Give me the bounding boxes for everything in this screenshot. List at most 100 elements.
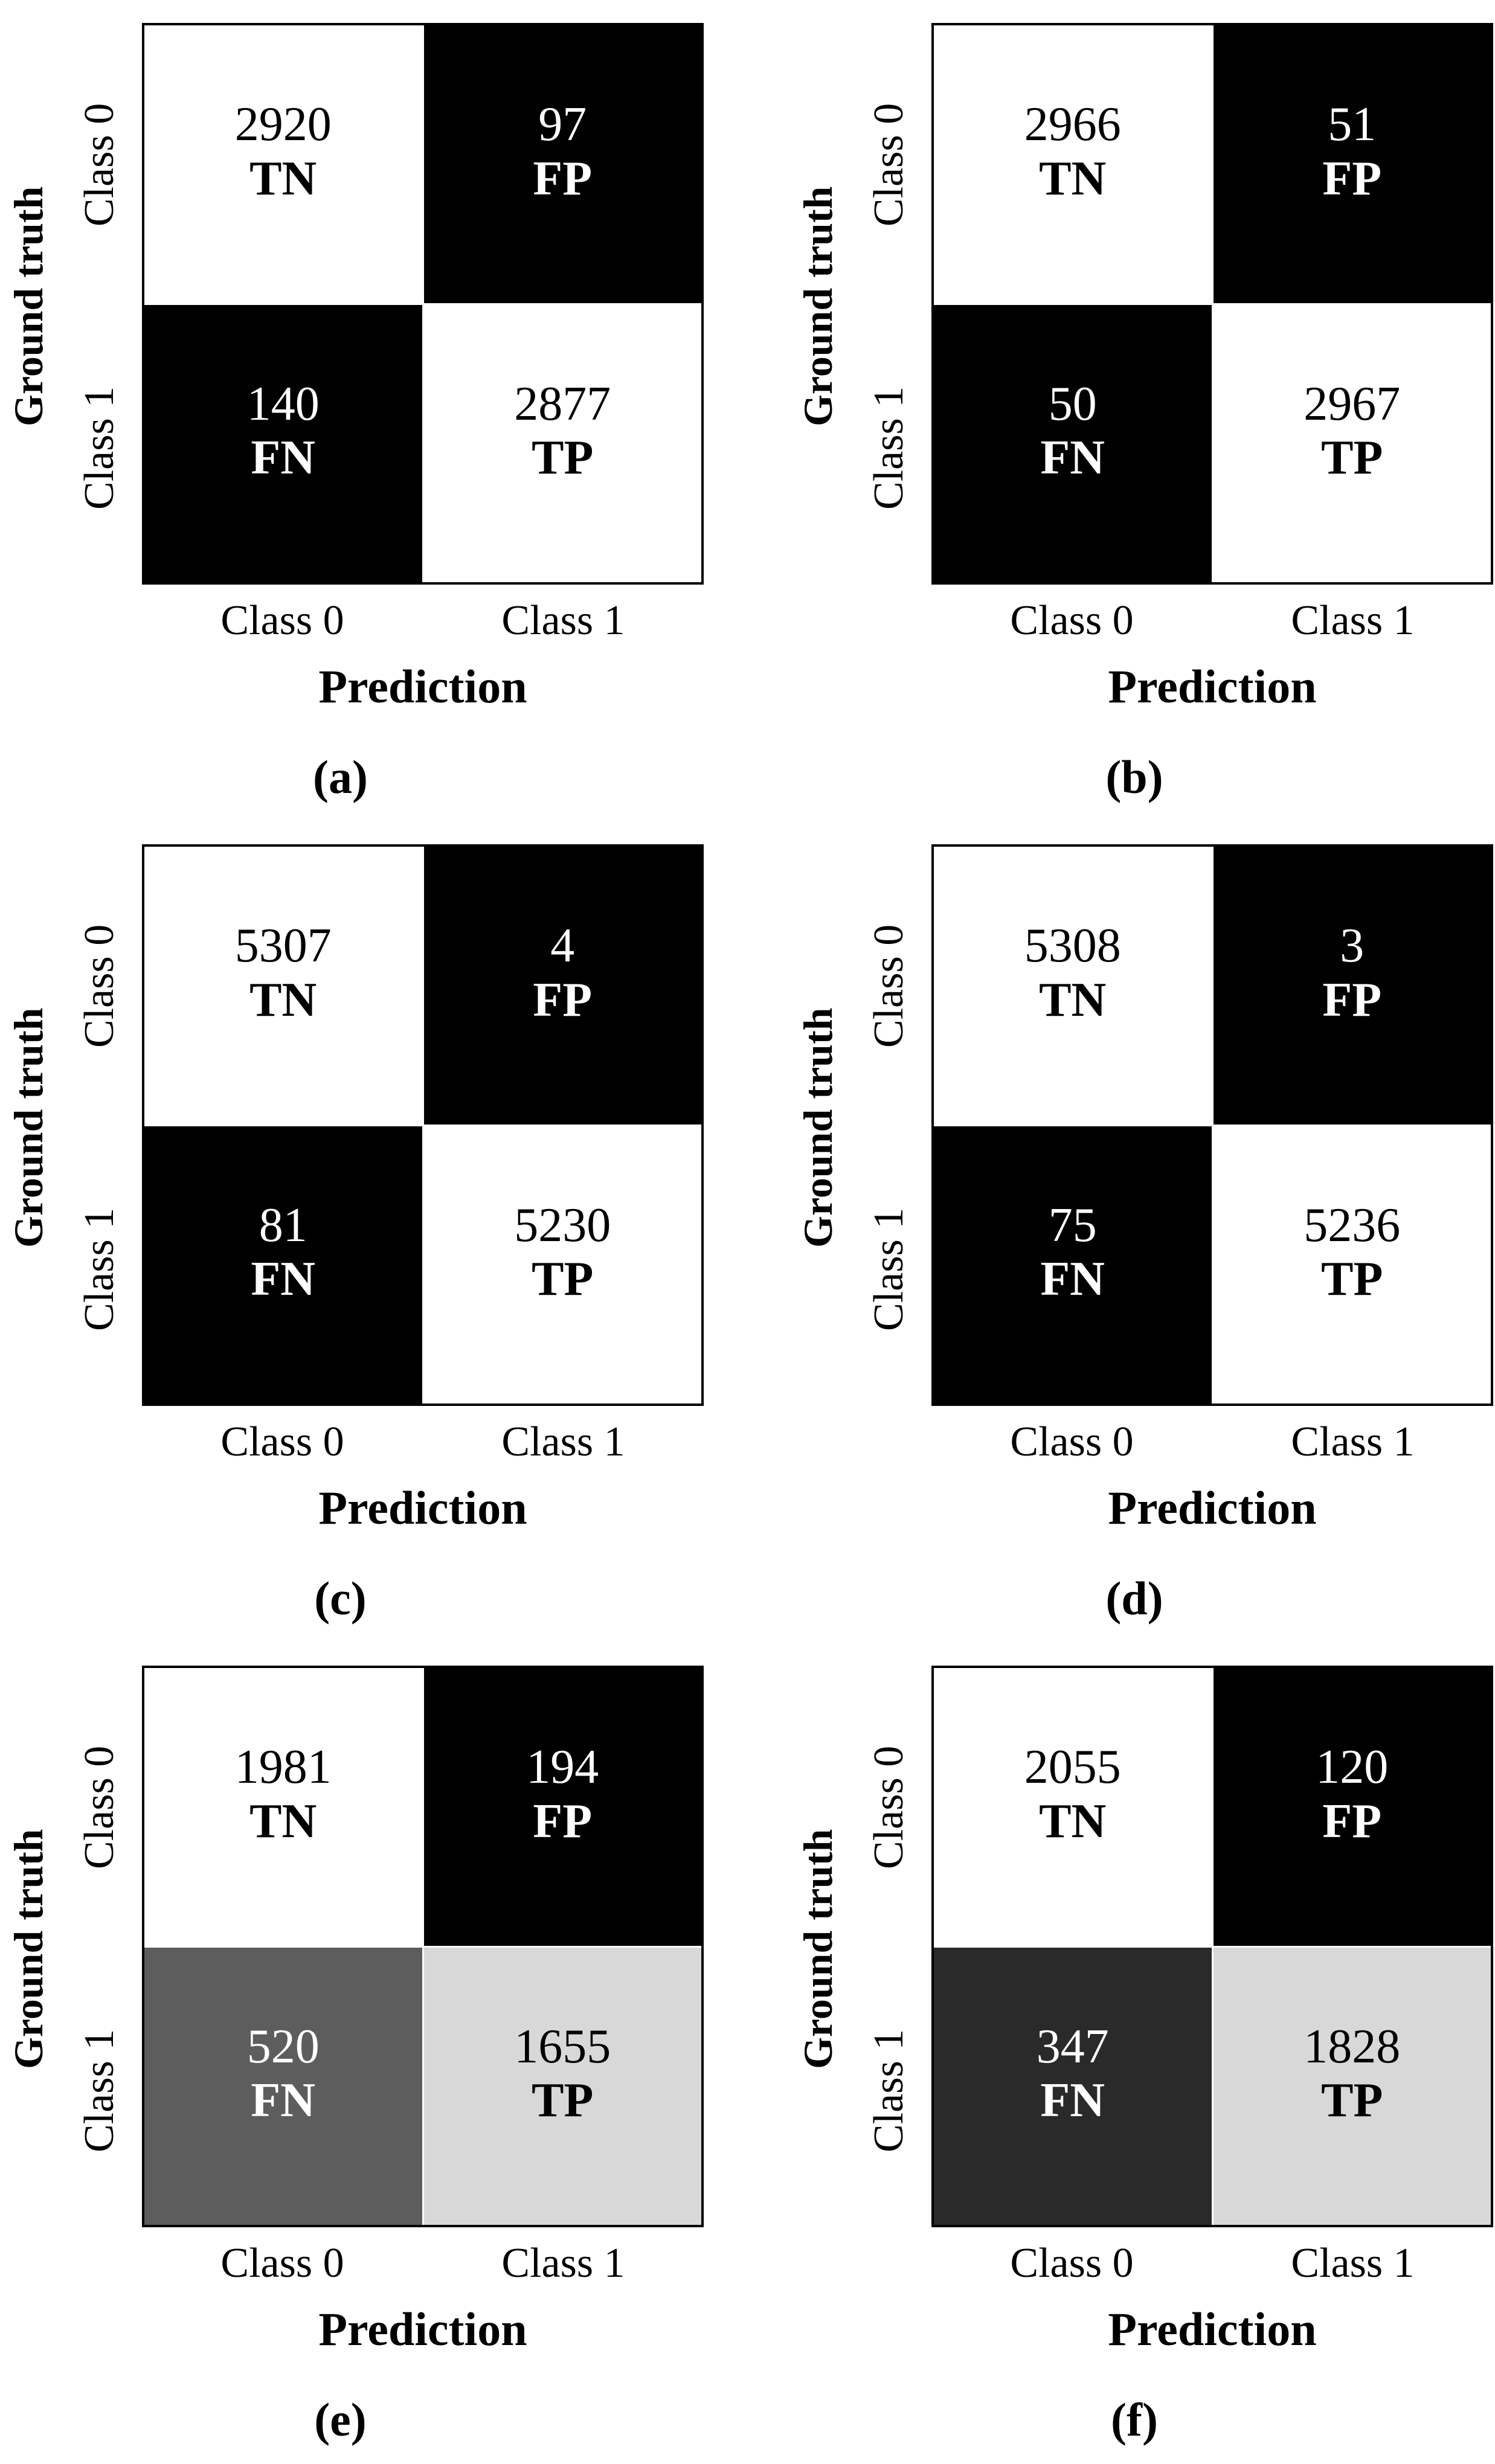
y-axis-title: Ground truth: [795, 1829, 841, 2069]
cell-label: TP: [532, 2074, 594, 2128]
subfigure-caption: (c): [314, 1572, 367, 1625]
x-tick-row: Class 0 Class 1: [931, 2239, 1493, 2288]
cell-value: 97: [538, 98, 587, 152]
y-tick-class0: Class 0: [866, 1745, 912, 1869]
y-tick-column: Class 0 Class 1: [847, 1666, 931, 2232]
x-axis-title: Prediction: [318, 660, 527, 713]
y-tick-column: Class 0 Class 1: [847, 23, 931, 589]
cell-label: FP: [1322, 1794, 1382, 1848]
y-tick-class1: Class 1: [866, 1207, 912, 1331]
subfigure-caption: (b): [1105, 751, 1163, 803]
x-axis-title: Prediction: [1108, 1481, 1317, 1534]
y-axis-title: Ground truth: [795, 186, 841, 426]
cell-label: TN: [249, 152, 317, 205]
cell-label: TN: [249, 973, 317, 1027]
cell-value: 1981: [234, 1741, 332, 1794]
cell-label: TP: [1321, 431, 1383, 485]
y-axis-title: Ground truth: [795, 1007, 841, 1248]
cell-label: TN: [1039, 1794, 1107, 1848]
x-tick-class0: Class 0: [1010, 1419, 1134, 1465]
y-axis-title: Ground truth: [5, 1007, 51, 1248]
y-tick-class0: Class 0: [76, 103, 123, 226]
cell-label: FN: [1040, 1253, 1105, 1306]
cell-value: 2055: [1024, 1741, 1121, 1794]
y-tick-class1: Class 1: [76, 2029, 123, 2152]
y-axis-title: Ground truth: [5, 1829, 51, 2069]
cell-value: 5236: [1304, 1198, 1401, 1252]
cell-label: TP: [532, 1253, 594, 1306]
cell-label: FP: [533, 973, 593, 1027]
x-axis-title: Prediction: [318, 2303, 527, 2355]
x-tick-class1: Class 1: [501, 2240, 625, 2286]
cell-label: TN: [1039, 973, 1107, 1027]
subfigure-caption: (e): [314, 2393, 367, 2446]
x-tick-class0: Class 0: [220, 2240, 344, 2286]
cell-value: 140: [246, 377, 320, 431]
cell-value: 4: [550, 919, 575, 973]
x-tick-class1: Class 1: [501, 597, 625, 644]
cell-label: TN: [1039, 152, 1107, 205]
y-tick-class0: Class 0: [76, 1745, 123, 1869]
cell-value: 2967: [1304, 377, 1401, 431]
cell-label: FN: [1040, 431, 1105, 485]
cell-label: FP: [533, 1794, 593, 1848]
y-tick-class1: Class 1: [866, 2029, 912, 2152]
cell-label: FP: [1322, 152, 1382, 205]
cell-value: 75: [1048, 1198, 1097, 1252]
x-tick-row: Class 0 Class 1: [142, 597, 704, 645]
cell-value: 347: [1036, 2020, 1109, 2073]
x-tick-row: Class 0 Class 1: [142, 1418, 704, 1466]
x-tick-class0: Class 0: [1010, 2240, 1134, 2286]
cell-value: 81: [259, 1198, 307, 1252]
cell-label: TP: [1321, 2074, 1383, 2128]
cell-value: 2877: [514, 377, 611, 431]
cell-label: FN: [251, 1253, 316, 1306]
y-tick-class1: Class 1: [76, 386, 123, 510]
x-axis-title: Prediction: [318, 1481, 527, 1534]
cell-value: 50: [1048, 377, 1097, 431]
cell-label: FN: [251, 431, 316, 485]
cell-value: 5307: [234, 919, 332, 973]
cell-value: 2920: [234, 98, 332, 152]
y-axis-title: Ground truth: [5, 186, 51, 426]
subfigure-caption: (a): [313, 751, 368, 803]
cell-value: 120: [1316, 1741, 1389, 1794]
cell-value: 2966: [1024, 98, 1121, 152]
cell-value: 5308: [1024, 919, 1121, 973]
x-tick-row: Class 0 Class 1: [931, 1418, 1493, 1466]
cell-value: 1828: [1304, 2020, 1401, 2073]
cell-value: 3: [1340, 919, 1365, 973]
x-tick-class1: Class 1: [1291, 2240, 1415, 2286]
y-tick-column: Class 0 Class 1: [847, 844, 931, 1411]
